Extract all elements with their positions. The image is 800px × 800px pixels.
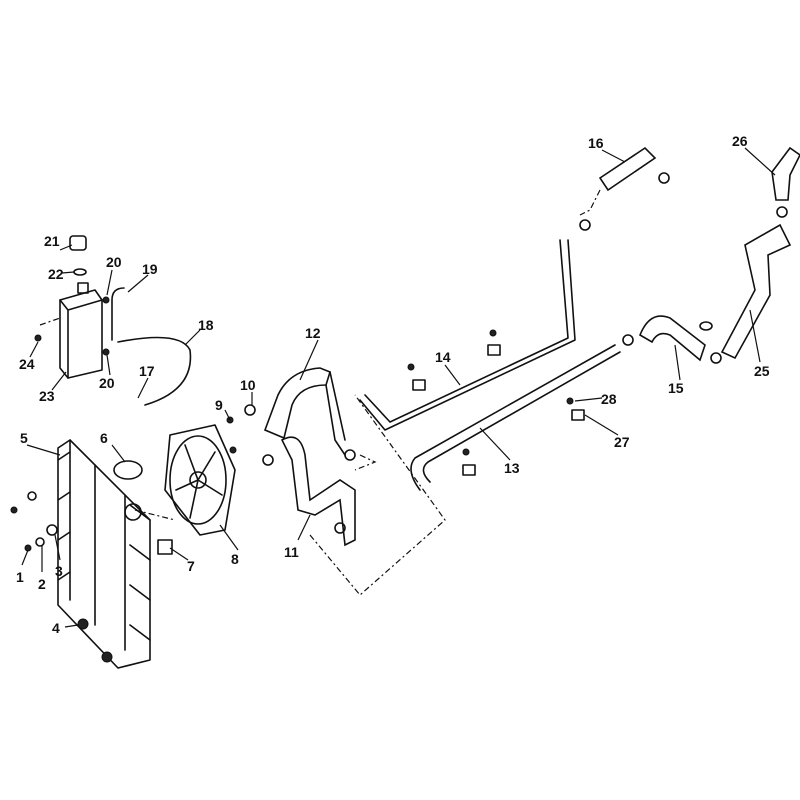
callout-7: 7 <box>187 558 195 574</box>
callout-15: 15 <box>668 380 684 396</box>
callout-25: 25 <box>754 363 770 379</box>
coolant-reservoir <box>59 282 103 379</box>
callout-11: 11 <box>284 544 299 560</box>
callout-18: 18 <box>198 317 214 333</box>
hose-19 <box>111 287 125 341</box>
callout-20b: 20 <box>99 375 115 391</box>
callout-8: 8 <box>231 551 239 567</box>
hose-15 <box>639 315 706 362</box>
callout-10: 10 <box>240 377 256 393</box>
leader-lines <box>21 147 776 628</box>
callout-19: 19 <box>142 261 158 277</box>
callout-24: 24 <box>19 356 35 372</box>
callout-3: 3 <box>55 563 63 579</box>
hose-clamps <box>244 172 788 534</box>
callout-17: 17 <box>139 363 155 379</box>
hose-14 <box>359 239 576 431</box>
hose-11 <box>280 436 356 547</box>
radiator-cap <box>113 460 143 480</box>
callout-2: 2 <box>38 576 46 592</box>
fasteners <box>10 296 574 663</box>
callout-16: 16 <box>588 135 604 151</box>
hose-12 <box>263 367 331 440</box>
callout-27: 27 <box>614 434 630 450</box>
callout-9: 9 <box>215 397 223 413</box>
reservoir-cap <box>69 235 87 251</box>
cooling-fan <box>164 424 236 536</box>
hose-18 <box>117 336 192 406</box>
callout-1: 1 <box>16 569 24 585</box>
hose-16 <box>598 146 657 192</box>
callout-13: 13 <box>504 460 520 476</box>
callout-23: 23 <box>39 388 55 404</box>
callout-4: 4 <box>52 620 60 636</box>
radiator <box>57 439 151 669</box>
callout-21: 21 <box>44 233 60 249</box>
hose-26 <box>771 146 800 201</box>
callout-5: 5 <box>20 430 28 446</box>
hose-25 <box>720 223 792 360</box>
callout-14: 14 <box>435 349 451 365</box>
callout-28: 28 <box>601 391 617 407</box>
o-ring <box>73 268 87 276</box>
callout-22: 22 <box>48 266 64 282</box>
callout-labels: 1 2 3 4 5 6 7 8 9 10 11 12 13 14 15 16 1… <box>16 133 770 636</box>
callout-6: 6 <box>100 430 108 446</box>
callout-26: 26 <box>732 133 748 149</box>
hose-13 <box>410 344 621 491</box>
callout-20a: 20 <box>106 254 122 270</box>
callout-12: 12 <box>305 325 321 341</box>
